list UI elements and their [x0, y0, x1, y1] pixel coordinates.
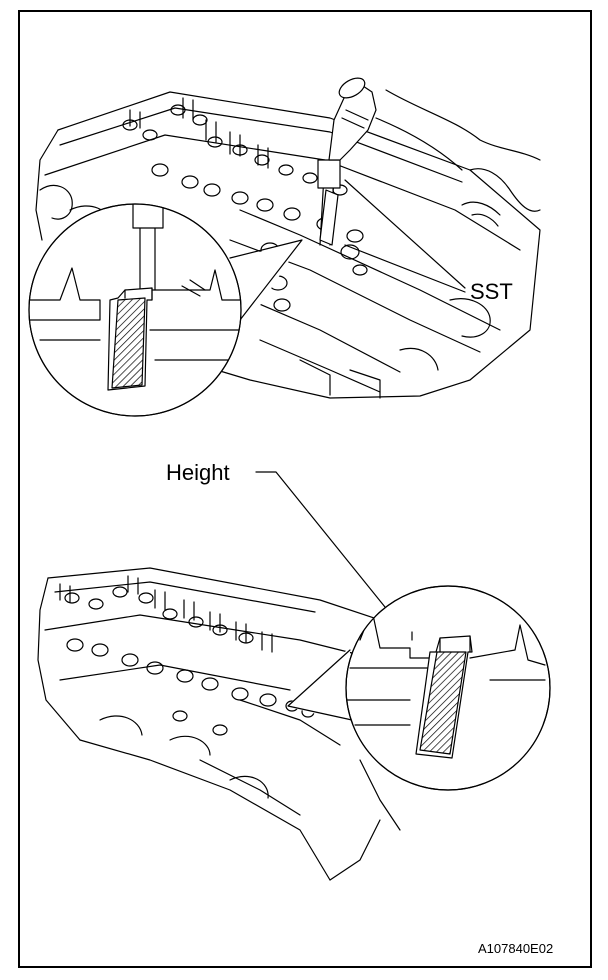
height-label: Height	[166, 460, 230, 485]
sst-label: SST	[470, 279, 513, 304]
figure-frame	[18, 10, 592, 968]
cylinder-head-top	[35, 91, 541, 399]
height-leader-line	[255, 471, 411, 639]
magnifier-bottom	[287, 585, 551, 791]
hand	[375, 89, 541, 227]
figure-code: A107840E02	[478, 941, 554, 956]
valve-lifters-top	[129, 97, 269, 169]
sst-tool	[317, 77, 377, 246]
cylinder-head-bottom	[37, 567, 471, 881]
valve-lifters-bottom	[59, 575, 273, 653]
sst-leader-lines	[344, 179, 466, 293]
valve-bosses-bottom	[64, 586, 315, 736]
magnifier-top	[28, 203, 303, 417]
